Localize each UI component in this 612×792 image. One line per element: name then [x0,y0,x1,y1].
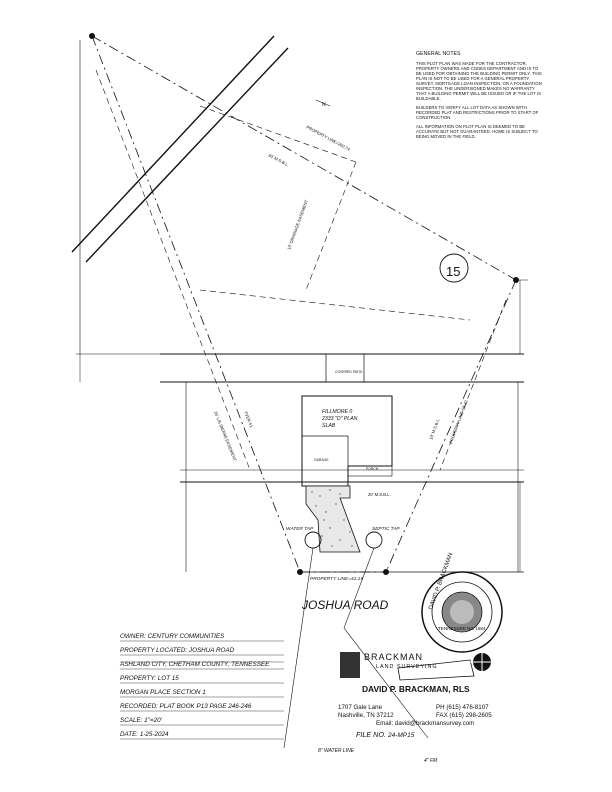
property-line-front-label: PROPERTY LINE=41.15 [310,576,363,582]
recorded-line: RECORDED: PLAT BOOK P13 PAGE 246-246 [120,703,252,710]
north-arrow [315,99,331,107]
general-note-2: Builders to verify all lot data as shown… [416,105,539,120]
property-line-top-label: PROPERTY LINE=260.74 [306,124,352,152]
surveyor-name: DAVID P. BRACKMAN, RLS [362,684,470,694]
house-slab-label: SLAB [322,423,336,429]
file-number: FILE NO. 24-MP15 [356,730,414,739]
general-note-3: All information on plot plan is deemed t… [416,124,538,139]
corner-pin [297,569,303,575]
seal-bottom-text: TENNESSEE NO 1684 [438,626,486,631]
scale-line: SCALE: 1"=20' [120,717,162,724]
property-located-line: PROPERTY LOCATED: JOSHUA ROAD [120,647,235,654]
lot-number-circle [439,253,469,283]
lot-number: 15 [446,264,460,279]
force-main-label: 4" FM [424,758,438,764]
general-note-1: This plot plan was made for the contract… [416,61,542,101]
drainage-easement-label: 15' DRAINAGE EASEMENT [286,199,309,251]
phone: PH (615) 476-8107 [436,704,489,711]
surveyor-seal [421,571,503,653]
address-line-2: Nashville, TN 37212 [338,712,394,719]
force-main-line [343,627,429,739]
file-number-value: 24-MP15 [387,732,415,739]
north-label: N [322,102,326,108]
general-notes: GENERAL NOTES This plot plan was made fo… [416,51,542,143]
msbl-top-label: 20' M.S.B.L. [268,152,290,167]
fax: FAX (615) 298-2605 [436,712,492,719]
road-edge-line-2 [85,47,289,263]
house-plan-label: 2333 "D" PLAN [321,416,358,422]
city-line: ASHLAND CITY, CHETHAM COUNTY, TENNESSEE [120,661,270,668]
landscape-easement-label: 15' L/S (BERM) EASEMENT [213,411,238,463]
house-name-label: FILLMORE 0 [322,409,352,415]
property-line-top [91,35,517,281]
water-tap-label: WATER TAP [286,526,314,532]
general-notes-heading: GENERAL NOTES [416,51,461,57]
covered-patio-label: COVERED PATIO [335,370,363,374]
road-name: JOSHUA ROAD [302,598,389,612]
date-line: DATE: 1-25-2024 [120,731,169,738]
file-number-label: FILE NO. [356,730,386,739]
msbl-front-label: 20' M.S.B.L. [368,492,391,497]
water-line-label: 8" WATER LINE [318,748,355,754]
water-line [283,547,314,749]
company-subtitle: LAND SURVEYING [376,664,438,670]
porch-label: PORCH [366,467,379,471]
driveway [305,485,361,553]
septic-tap-label: SEPTIC TAP [372,526,400,532]
company-name: BRACKMAN [364,652,424,662]
corner-pin [89,33,95,39]
email: Email: david@brackmansurvey.com [376,720,475,727]
owner-line: OWNER: CENTURY COMMUNITIES [120,633,225,640]
corner-pin [513,277,519,283]
garage-label: GARAGE [314,458,329,462]
covered-patio [325,353,365,383]
property-line-right [385,279,517,573]
road-edge-line-1 [71,35,275,253]
corner-pin [383,569,389,575]
msbl-right-label: 10' M.S.B.L. [428,417,440,440]
porch [347,465,393,477]
company-logo [340,650,494,681]
property-line-left [91,35,301,573]
property-lot-line: PROPERTY: LOT 15 [120,675,179,682]
septic-tap-symbol [365,531,383,549]
water-tap-symbol [304,531,322,549]
tver-label: TVER 51 [243,411,254,429]
driveway-texture [311,489,353,547]
address-line-1: 1707 Gale Lane [338,704,383,711]
subdivision-line: MORGAN PLACE SECTION 1 [120,689,206,696]
property-line-right-label: PROPERTY LINE=56.12 [448,399,469,445]
